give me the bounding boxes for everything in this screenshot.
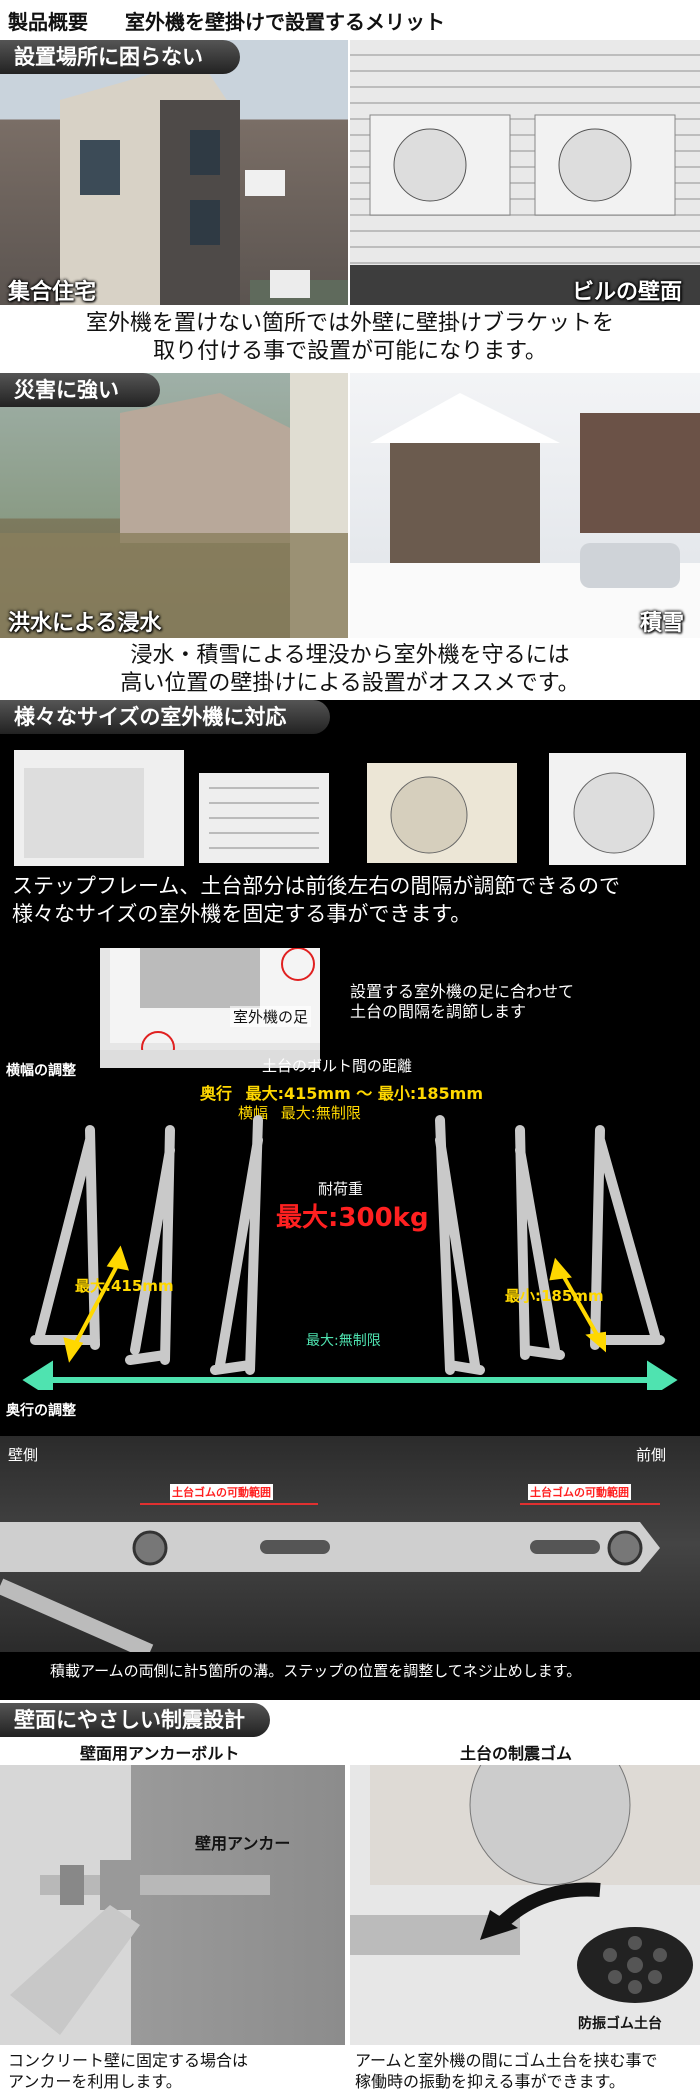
foot-illustration xyxy=(100,948,320,1068)
bolt-title: 土台のボルト間の距離 xyxy=(262,1057,413,1075)
sec1-ribbon: 設置場所に困らない xyxy=(0,40,240,74)
front-side-label: 前側 xyxy=(636,1446,667,1464)
sec4-text-right: アームと室外機の間にゴム土台を挟む事で 稼働時の振動を抑える事ができます。 xyxy=(355,2050,658,2092)
depth-value: 最大:415mm 〜 最小:185mm xyxy=(245,1084,484,1103)
sec3-text-line2: 様々なサイズの室外機を固定する事ができます。 xyxy=(12,902,472,926)
groove-note: 積載アームの両側に計5箇所の溝。ステップの位置を調整してネジ止めします。 xyxy=(50,1662,582,1680)
sec2-caption-left: 洪水による浸水 xyxy=(8,611,162,636)
sec1-text-line1: 室外機を置けない箇所では外壁に壁掛けブラケットを xyxy=(85,311,614,336)
sec1-text: 室外機を置けない箇所では外壁に壁掛けブラケットを 取り付ける事で設置が可能になり… xyxy=(0,310,700,366)
width-value: 最大:無制限 xyxy=(280,1104,361,1122)
snow-illustration xyxy=(350,393,700,638)
sec2-caption-right: 積雪 xyxy=(640,611,685,636)
width-arrow xyxy=(22,1360,678,1390)
width-adjust-label: 横幅の調整 xyxy=(6,1063,76,1079)
foot-label: 室外機の足 xyxy=(230,1006,312,1027)
header-title-right: 室外機を壁掛けで設置するメリット xyxy=(124,10,445,34)
foot-note: 設置する室外機の足に合わせて 土台の間隔を調節します xyxy=(350,982,574,1022)
sec2-text: 浸水・積雪による埋没から室外機を守るには 高い位置の壁掛けによる設置がオススメで… xyxy=(0,642,700,698)
sec3-panel: 様々なサイズの室外機に対応 ステップフレーム、土台部分は前後左右の間隔が調節でき… xyxy=(0,700,700,1700)
sec4-text-right-line1: アームと室外機の間にゴム土台を挟む事で xyxy=(355,2051,658,2070)
wall-units-illustration xyxy=(350,114,700,305)
load-label: 耐荷重 xyxy=(318,1180,364,1198)
ac-unit-row xyxy=(14,748,686,868)
sec4-text-right-line2: 稼働時の振動を抑える事ができます。 xyxy=(355,2072,625,2091)
sec4-text-left-line1: コンクリート壁に固定する場合は xyxy=(8,2051,249,2070)
sec3-ribbon: 様々なサイズの室外機に対応 xyxy=(0,700,330,734)
wall-side-label: 壁側 xyxy=(8,1446,39,1464)
page-header: 製品概要 室外機を壁掛けで設置するメリット xyxy=(8,6,445,35)
sec1-text-line2: 取り付ける事で設置が可能になります。 xyxy=(153,339,547,364)
max415-label: 最大:415mm xyxy=(75,1277,174,1295)
depth-panel: 壁側 前側 土台ゴムの可動範囲 土台ゴムの可動範囲 xyxy=(0,1436,700,1652)
brackets-illustration xyxy=(22,1115,678,1390)
sec2-text-line1: 浸水・積雪による埋没から室外機を守るには xyxy=(130,643,570,668)
flood-illustration xyxy=(0,373,348,638)
header-title-left: 製品概要 xyxy=(8,10,88,34)
rubber-range-left: 土台ゴムの可動範囲 xyxy=(170,1484,273,1500)
load-value: 最大:300kg xyxy=(276,1203,429,1233)
sec3-text: ステップフレーム、土台部分は前後左右の間隔が調節できるので 様々なサイズの室外機… xyxy=(12,872,620,928)
rubber-label: 防振ゴム土台 xyxy=(578,2016,662,2032)
photo-rubber: 防振ゴム土台 xyxy=(350,1765,700,2045)
sec2-text-line2: 高い位置の壁掛けによる設置がオススメです。 xyxy=(120,671,580,696)
foot-note-line2: 土台の間隔を調節します xyxy=(350,1002,527,1021)
sec4-ribbon: 壁面にやさしい制震設計 xyxy=(0,1703,270,1737)
sec4-text-left-line2: アンカーを利用します。 xyxy=(8,2072,182,2091)
foot-inset: 室外機の足 xyxy=(100,948,320,1068)
depth-adjust-label: 奥行の調整 xyxy=(6,1403,76,1419)
min185-label: 最小:185mm xyxy=(505,1287,604,1305)
rubber-range-right: 土台ゴムの可動範囲 xyxy=(528,1484,631,1500)
sec4-text-left: コンクリート壁に固定する場合は アンカーを利用します。 xyxy=(8,2050,248,2092)
sec3-text-line1: ステップフレーム、土台部分は前後左右の間隔が調節できるので xyxy=(12,874,620,898)
photo-anchor: 壁用アンカー xyxy=(0,1765,345,2045)
photo-flood xyxy=(0,373,348,638)
sec1-caption-right: ビルの壁面 xyxy=(572,280,683,305)
ac-units-illustration xyxy=(14,750,686,866)
photo-apartment xyxy=(0,40,348,305)
arm-illustration xyxy=(0,1503,660,1652)
rubber-illustration xyxy=(350,1765,700,2003)
depth-label: 奥行 xyxy=(200,1084,233,1103)
anchor-illustration xyxy=(10,1860,270,2035)
sec1-caption-left: 集合住宅 xyxy=(8,280,97,305)
anchor-label: 壁用アンカー xyxy=(195,1834,291,1853)
photo-building-wall xyxy=(350,40,700,305)
max-unlimited-label: 最大:無制限 xyxy=(306,1333,381,1349)
foot-note-line1: 設置する室外機の足に合わせて xyxy=(350,982,575,1001)
apartment-illustration xyxy=(60,60,348,305)
depth-spec: 奥行 最大:415mm 〜 最小:185mm xyxy=(200,1080,483,1104)
photo-snow xyxy=(350,373,700,638)
sec2-ribbon: 災害に強い xyxy=(0,373,160,407)
anchor-title: 壁面用アンカーボルト xyxy=(80,1744,240,1763)
rubber-title: 土台の制震ゴム xyxy=(460,1744,573,1763)
